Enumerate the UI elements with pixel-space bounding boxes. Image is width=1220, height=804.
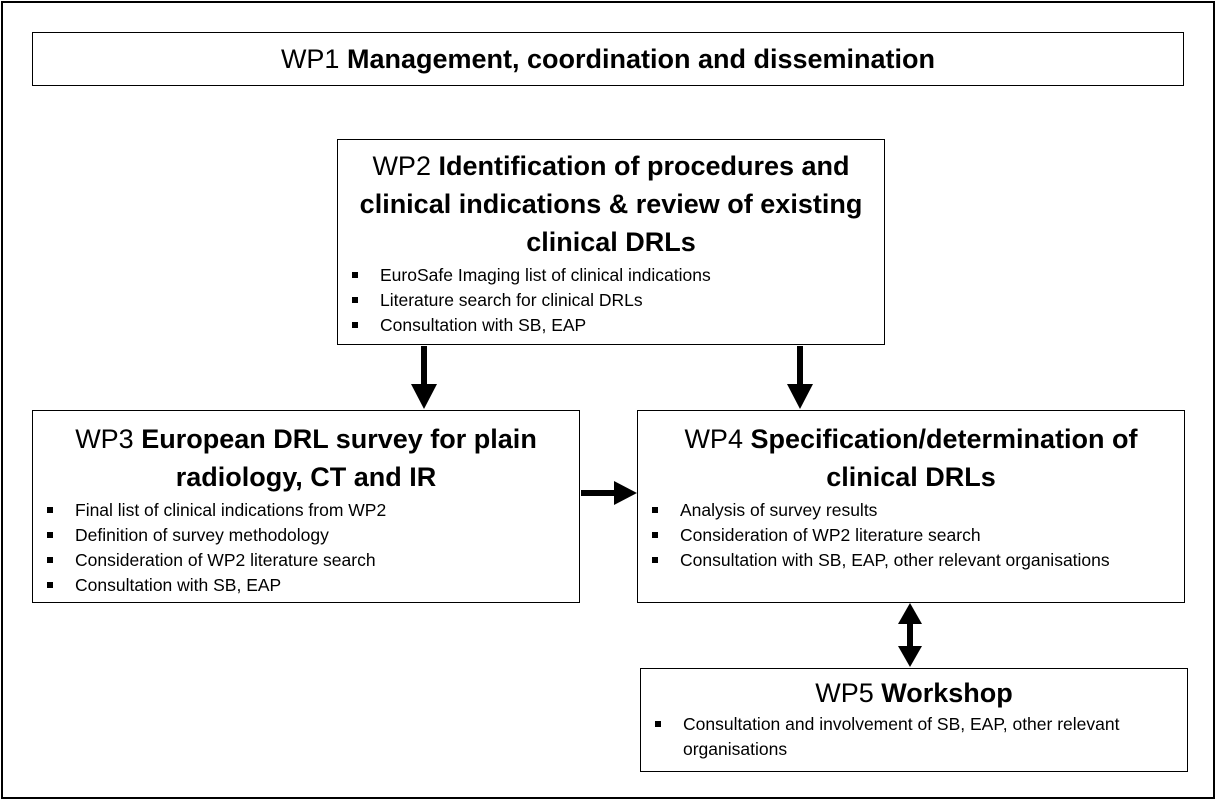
arrow-wp3-to-wp4	[581, 481, 637, 505]
list-item: Consideration of WP2 literature search	[638, 523, 1184, 548]
wp1-code: WP1	[280, 44, 340, 74]
list-item: Consultation with SB, EAP	[33, 573, 579, 598]
wp5-title: WP5 Workshop	[641, 669, 1187, 712]
list-item: Consultation with SB, EAP, other relevan…	[638, 548, 1184, 573]
wp2-name: Identification of procedures and clinica…	[359, 151, 863, 257]
wp3-code: WP3	[75, 424, 134, 454]
list-item: Literature search for clinical DRLs	[338, 288, 884, 313]
wp5-name: Workshop	[881, 678, 1013, 708]
list-item: Consultation and involvement of SB, EAP,…	[641, 712, 1173, 762]
wp1-box: WP1 Management, coordination and dissemi…	[32, 32, 1184, 86]
wp3-title: WP3 European DRL survey for plain radiol…	[33, 411, 579, 496]
wp4-code: WP4	[684, 424, 743, 454]
list-item: Consultation with SB, EAP	[338, 313, 884, 338]
wp4-title: WP4 Specification/determination of clini…	[638, 411, 1184, 496]
wp1-title: WP1 Management, coordination and dissemi…	[33, 33, 1183, 85]
wp3-bullet-list: Final list of clinical indications from …	[33, 498, 579, 598]
wp4-name: Specification/determination of clinical …	[750, 424, 1138, 492]
wp2-bullet-list: EuroSafe Imaging list of clinical indica…	[338, 263, 884, 338]
wp1-name: Management, coordination and disseminati…	[346, 44, 936, 74]
list-item: Consideration of WP2 literature search	[33, 548, 579, 573]
wp2-box: WP2 Identification of procedures and cli…	[337, 139, 885, 345]
list-item: Analysis of survey results	[638, 498, 1184, 523]
wp4-bullet-list: Analysis of survey results Consideration…	[638, 498, 1184, 573]
list-item: EuroSafe Imaging list of clinical indica…	[338, 263, 884, 288]
wp2-title: WP2 Identification of procedures and cli…	[338, 140, 884, 261]
wp5-box: WP5 Workshop Consultation and involvemen…	[640, 668, 1188, 772]
list-item: Final list of clinical indications from …	[33, 498, 579, 523]
wp5-bullet-list: Consultation and involvement of SB, EAP,…	[641, 712, 1187, 762]
wp4-box: WP4 Specification/determination of clini…	[637, 410, 1185, 603]
arrow-wp2-to-wp3	[411, 346, 437, 409]
wp3-box: WP3 European DRL survey for plain radiol…	[32, 410, 580, 603]
wp3-name: European DRL survey for plain radiology,…	[141, 424, 537, 492]
arrow-wp4-wp5-bidirectional	[898, 603, 922, 667]
arrow-wp2-to-wp4	[787, 346, 813, 409]
wp5-code: WP5	[815, 678, 874, 708]
list-item: Definition of survey methodology	[33, 523, 579, 548]
wp2-code: WP2	[372, 151, 431, 181]
